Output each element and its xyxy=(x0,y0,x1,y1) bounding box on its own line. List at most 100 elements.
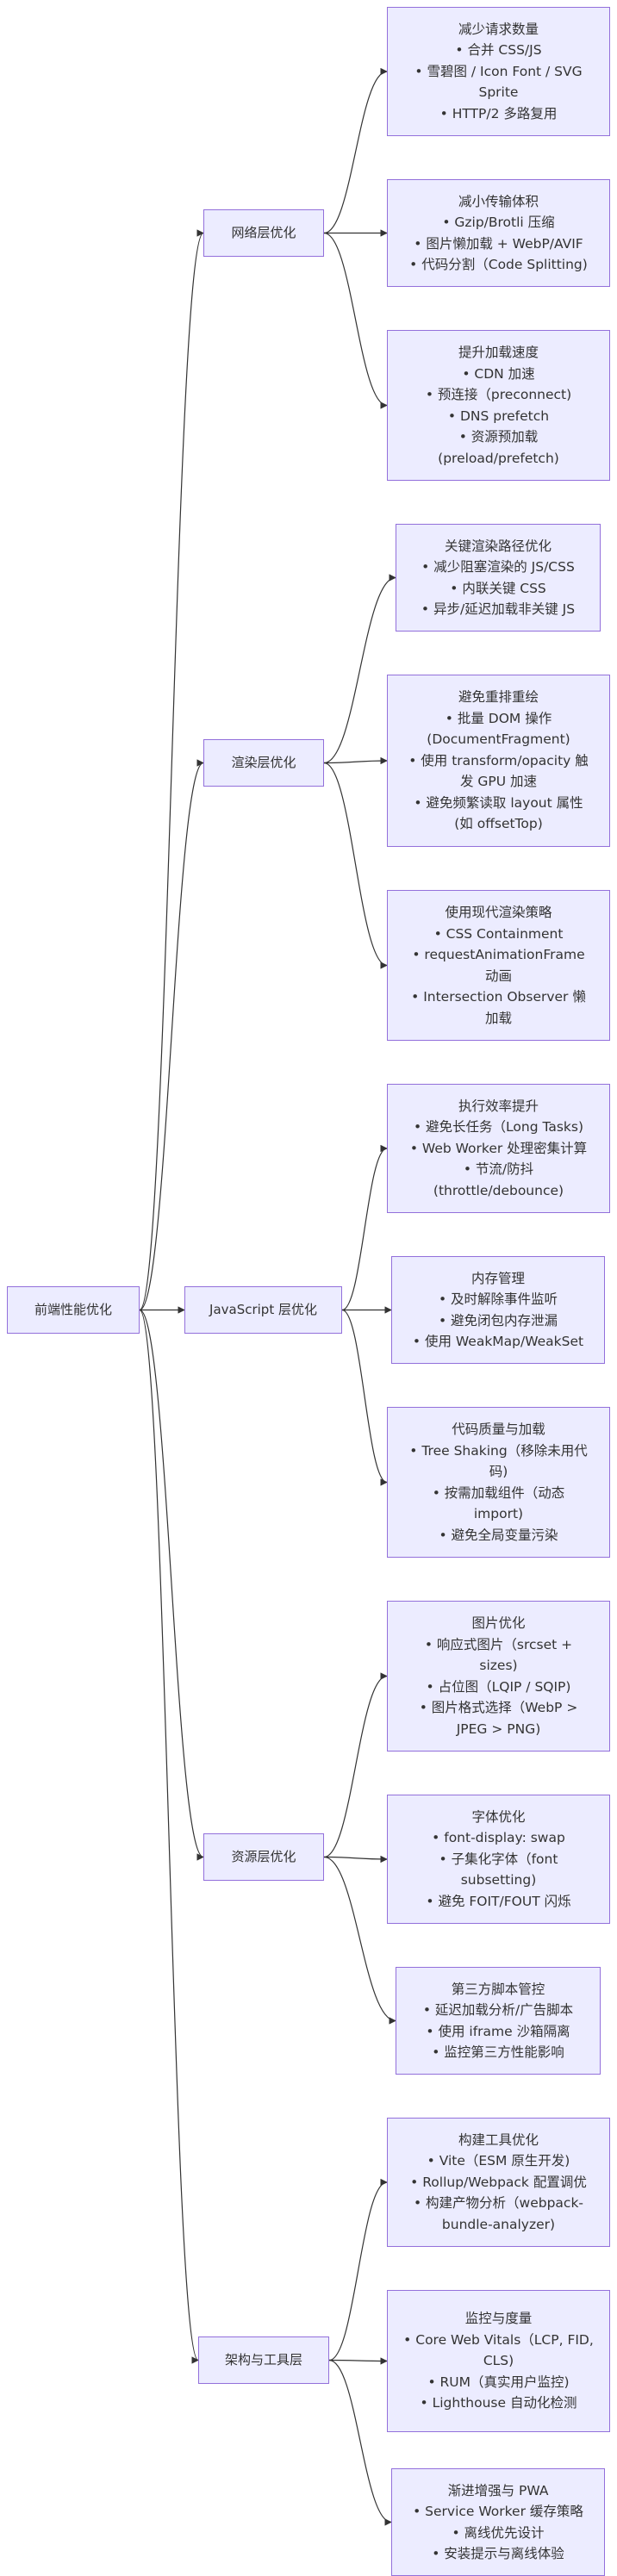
edge-render-to-leaf-2 xyxy=(323,756,388,765)
leaf-line: • 避免长任务（Long Tasks) xyxy=(413,1119,584,1136)
leaf-line: (throttle/debounce) xyxy=(433,1182,564,1198)
edge-resource-to-leaf-3 xyxy=(323,1856,396,2025)
leaf-line: • 安装提示与离线体验 xyxy=(432,2546,564,2561)
edge-js-to-leaf-3 xyxy=(341,1309,388,1486)
edge-network-to-leaf-1 xyxy=(323,67,388,234)
edge-render-to-leaf-1 xyxy=(323,574,396,764)
leaf-node-js-2: 内存管理 • 及时解除事件监听 • 避免闭包内存泄漏 • 使用 WeakMap/Wea… xyxy=(391,1256,605,1364)
leaf-title: 减小传输体积 xyxy=(458,193,539,209)
edge-root-to-arch xyxy=(139,1309,199,2364)
branch-label: 网络层优化 xyxy=(231,224,296,240)
branch-label: 架构与工具层 xyxy=(224,2351,302,2368)
leaf-line: 发 GPU 加速 xyxy=(459,774,538,790)
leaf-line: • Web Worker 处理密集计算 xyxy=(409,1140,588,1156)
leaf-line: • 及时解除事件监听 xyxy=(438,1291,558,1307)
leaf-line: • 使用 transform/opacity 触 xyxy=(408,752,589,768)
leaf-line: • 内联关键 CSS xyxy=(450,580,546,596)
leaf-node-arch-1: 构建工具优化• Vite（ESM 原生开发)• Rollup/Webpack 配… xyxy=(387,2118,610,2247)
leaf-line: • 异步/延迟加载非关键 JS xyxy=(421,601,576,617)
branch-node-arch: 架构与工具层 xyxy=(198,2336,329,2384)
leaf-line: sizes) xyxy=(479,1658,518,1673)
leaf-node-js-1: 执行效率提升 • 避免长任务（Long Tasks) • Web Worker 处理… xyxy=(387,1084,610,1213)
leaf-line: • 按需加载组件（动态 xyxy=(432,1484,565,1501)
edge-resource-to-leaf-1 xyxy=(323,1672,388,1858)
leaf-line: (如 offsetTop) xyxy=(454,816,543,832)
leaf-title: 内存管理 xyxy=(471,1270,525,1286)
leaf-line: • 减少阻塞渲染的 JS/CSS xyxy=(421,559,575,575)
leaf-line: subsetting) xyxy=(460,1872,537,1888)
edge-root-to-render xyxy=(139,759,204,1311)
leaf-line: • 使用 WeakMap/WeakSet xyxy=(412,1334,584,1349)
leaf-node-resource-3: 第三方脚本管控• 延迟加载分析/广告脚本• 使用 iframe 沙箱隔离• 监控… xyxy=(396,1967,601,2075)
leaf-line: • 离线优先设计 xyxy=(452,2524,545,2541)
branch-node-js: JavaScript 层优化 xyxy=(184,1286,342,1334)
leaf-line: • 合并 CSS/JS xyxy=(455,42,542,59)
leaf-line: • 避免全局变量污染 xyxy=(439,1527,558,1543)
leaf-node-network-2: 减小传输体积 • Gzip/Brotli 压缩 • 图片懒加载 + WebP/AVI… xyxy=(387,179,610,287)
leaf-line: • 雪碧图 / Icon Font / SVG xyxy=(414,63,583,79)
edge-network-to-leaf-3 xyxy=(323,232,388,409)
edge-arch-to-leaf-3 xyxy=(328,2359,392,2526)
leaf-line: • 资源预加载 xyxy=(458,429,539,445)
leaf-line: • 避免 FOIT/FOUT 闪烁 xyxy=(426,1893,571,1909)
leaf-line: • HTTP/2 多路复用 xyxy=(439,105,558,121)
leaf-line: (DocumentFragment) xyxy=(427,731,570,748)
leaf-line: • Vite（ESM 原生开发) xyxy=(427,2153,570,2169)
leaf-title: 使用现代渲染策略 xyxy=(445,905,552,920)
leaf-line: • Lighthouse 自动化检测 xyxy=(420,2395,577,2411)
leaf-line: • Core Web Vitals（LCP, FID, xyxy=(403,2331,594,2348)
leaf-line: • 节流/防抖 xyxy=(463,1161,534,1178)
leaf-node-network-1: 减少请求数量 • 合并 CSS/JS • 雪碧图 / Icon Font / SVG… xyxy=(387,7,610,136)
leaf-line: • 响应式图片（srcset + xyxy=(424,1636,573,1652)
leaf-title: 监控与度量 xyxy=(464,2311,533,2327)
branch-node-render: 渲染层优化 xyxy=(203,739,324,787)
leaf-line: • 构建产物分析（webpack- xyxy=(413,2195,584,2212)
leaf-line: • Rollup/Webpack 配置调优 xyxy=(410,2174,587,2190)
leaf-node-arch-3: 渐进增强与 PWA • Service Worker 缓存策略 • 离线优先设计 • … xyxy=(391,2468,605,2576)
leaf-title: 第三方脚本管控 xyxy=(451,1981,545,1997)
leaf-line: • 批量 DOM 操作 xyxy=(445,710,552,726)
leaf-line: • 避免闭包内存泄漏 xyxy=(438,1312,558,1328)
leaf-line: • 避免频繁读取 layout 属性 xyxy=(414,794,583,811)
leaf-line: • 使用 iframe 沙箱隔离 xyxy=(426,2023,570,2039)
branch-node-resource: 资源层优化 xyxy=(203,1833,324,1881)
leaf-title: 渐进增强与 PWA xyxy=(447,2482,549,2498)
leaf-title: 字体优化 xyxy=(471,1808,526,1825)
leaf-line: import) xyxy=(473,1506,524,1521)
leaf-line: • font-display: swap xyxy=(432,1830,565,1846)
leaf-line: Sprite xyxy=(478,84,519,101)
leaf-line: • requestAnimationFrame xyxy=(412,947,585,962)
edge-arch-to-leaf-1 xyxy=(328,2178,388,2361)
leaf-line: 加载 xyxy=(484,1010,512,1026)
leaf-line: • Gzip/Brotli 压缩 xyxy=(442,215,555,230)
edge-root-to-resource xyxy=(139,1309,204,1861)
branch-label: 资源层优化 xyxy=(231,1848,296,1864)
leaf-line: • 图片懒加载 + WebP/AVIF xyxy=(414,235,583,252)
edge-render-to-leaf-3 xyxy=(323,762,388,969)
branch-node-network: 网络层优化 xyxy=(203,209,324,257)
leaf-title: 减少请求数量 xyxy=(458,21,539,37)
leaf-line: • CDN 加速 xyxy=(462,365,535,382)
branch-label: 渲染层优化 xyxy=(231,754,296,770)
leaf-node-network-3: 提升加载速度• CDN 加速• 预连接（preconnect)• DNS pre… xyxy=(387,330,610,481)
leaf-line: • Service Worker 缓存策略 xyxy=(413,2504,583,2519)
leaf-line: • Tree Shaking（移除未用代 xyxy=(409,1442,588,1459)
leaf-line: • Intersection Observer 懒 xyxy=(411,989,586,1005)
leaf-title: 图片优化 xyxy=(471,1615,526,1631)
leaf-node-render-1: 关键渲染路径优化 • 减少阻塞渲染的 JS/CSS • 内联关键 CSS • 异步/延… xyxy=(396,524,601,632)
leaf-line: CLS) xyxy=(483,2353,514,2369)
leaf-line: (preload/prefetch) xyxy=(438,450,559,466)
leaf-title: 执行效率提升 xyxy=(458,1098,539,1114)
leaf-line: • 延迟加载分析/广告脚本 xyxy=(422,2002,574,2018)
leaf-title: 代码质量与加载 xyxy=(452,1422,545,1437)
leaf-line: • 占位图（LQIP / SQIP) xyxy=(426,1678,571,1695)
branch-label: JavaScript 层优化 xyxy=(209,1301,317,1317)
leaf-line: • 预连接（preconnect) xyxy=(425,387,572,402)
leaf-line: • DNS prefetch xyxy=(447,408,550,424)
edge-js-to-leaf-1 xyxy=(341,1144,388,1311)
leaf-node-arch-2: 监控与度量• Core Web Vitals（LCP, FID,CLS)• RU… xyxy=(387,2290,610,2432)
leaf-line: • CSS Containment xyxy=(433,925,564,942)
leaf-title: 关键渲染路径优化 xyxy=(444,538,552,554)
